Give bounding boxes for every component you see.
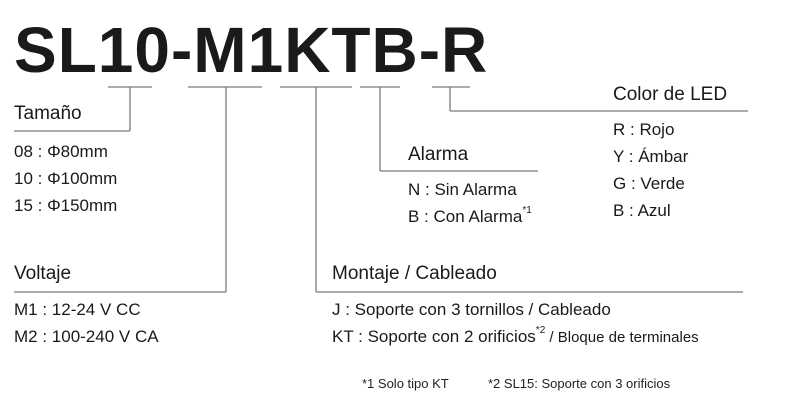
alarm-option-b-main: B : Con Alarma <box>408 207 523 226</box>
voltage-option-m1: M1 : 12-24 V CC <box>14 300 141 319</box>
alarm-label: Alarma <box>408 144 469 165</box>
alarm-option-b-footnote-mark: *1 <box>522 205 532 217</box>
mounting-option-kt-main: KT : Soporte con 2 orificios <box>332 327 536 346</box>
footnote-1: *1 Solo tipo KT <box>362 376 449 391</box>
size-label: Tamaño <box>14 103 82 124</box>
size-option-15: 15 : Φ150mm <box>14 196 118 215</box>
led-option-r: R : Rojo <box>613 120 675 139</box>
alarm-option-b: B : Con Alarma*1 <box>408 205 532 227</box>
led-option-y: Y : Ámbar <box>613 147 689 166</box>
mounting-label: Montaje / Cableado <box>332 263 497 284</box>
voltage-option-m2: M2 : 100-240 V CA <box>14 327 159 346</box>
model-code: SL10-M1KTB-R <box>14 14 489 86</box>
led-label: Color de LED <box>613 84 728 105</box>
led-option-g: G : Verde <box>613 174 685 193</box>
voltage-label: Voltaje <box>14 263 72 284</box>
mounting-option-kt-rest: / Bloque de terminales <box>545 329 699 346</box>
size-option-08: 08 : Φ80mm <box>14 142 108 161</box>
alarm-option-n: N : Sin Alarma <box>408 180 517 199</box>
mounting-option-j: J : Soporte con 3 tornillos / Cableado <box>332 300 611 319</box>
mounting-option-kt-footnote-mark: *2 <box>535 325 546 337</box>
size-option-10: 10 : Φ100mm <box>14 169 118 188</box>
mounting-option-kt: KT : Soporte con 2 orificios*2 / Bloque … <box>332 325 699 347</box>
footnote-2: *2 SL15: Soporte con 3 orificios <box>488 376 671 391</box>
led-option-b: B : Azul <box>613 201 671 220</box>
